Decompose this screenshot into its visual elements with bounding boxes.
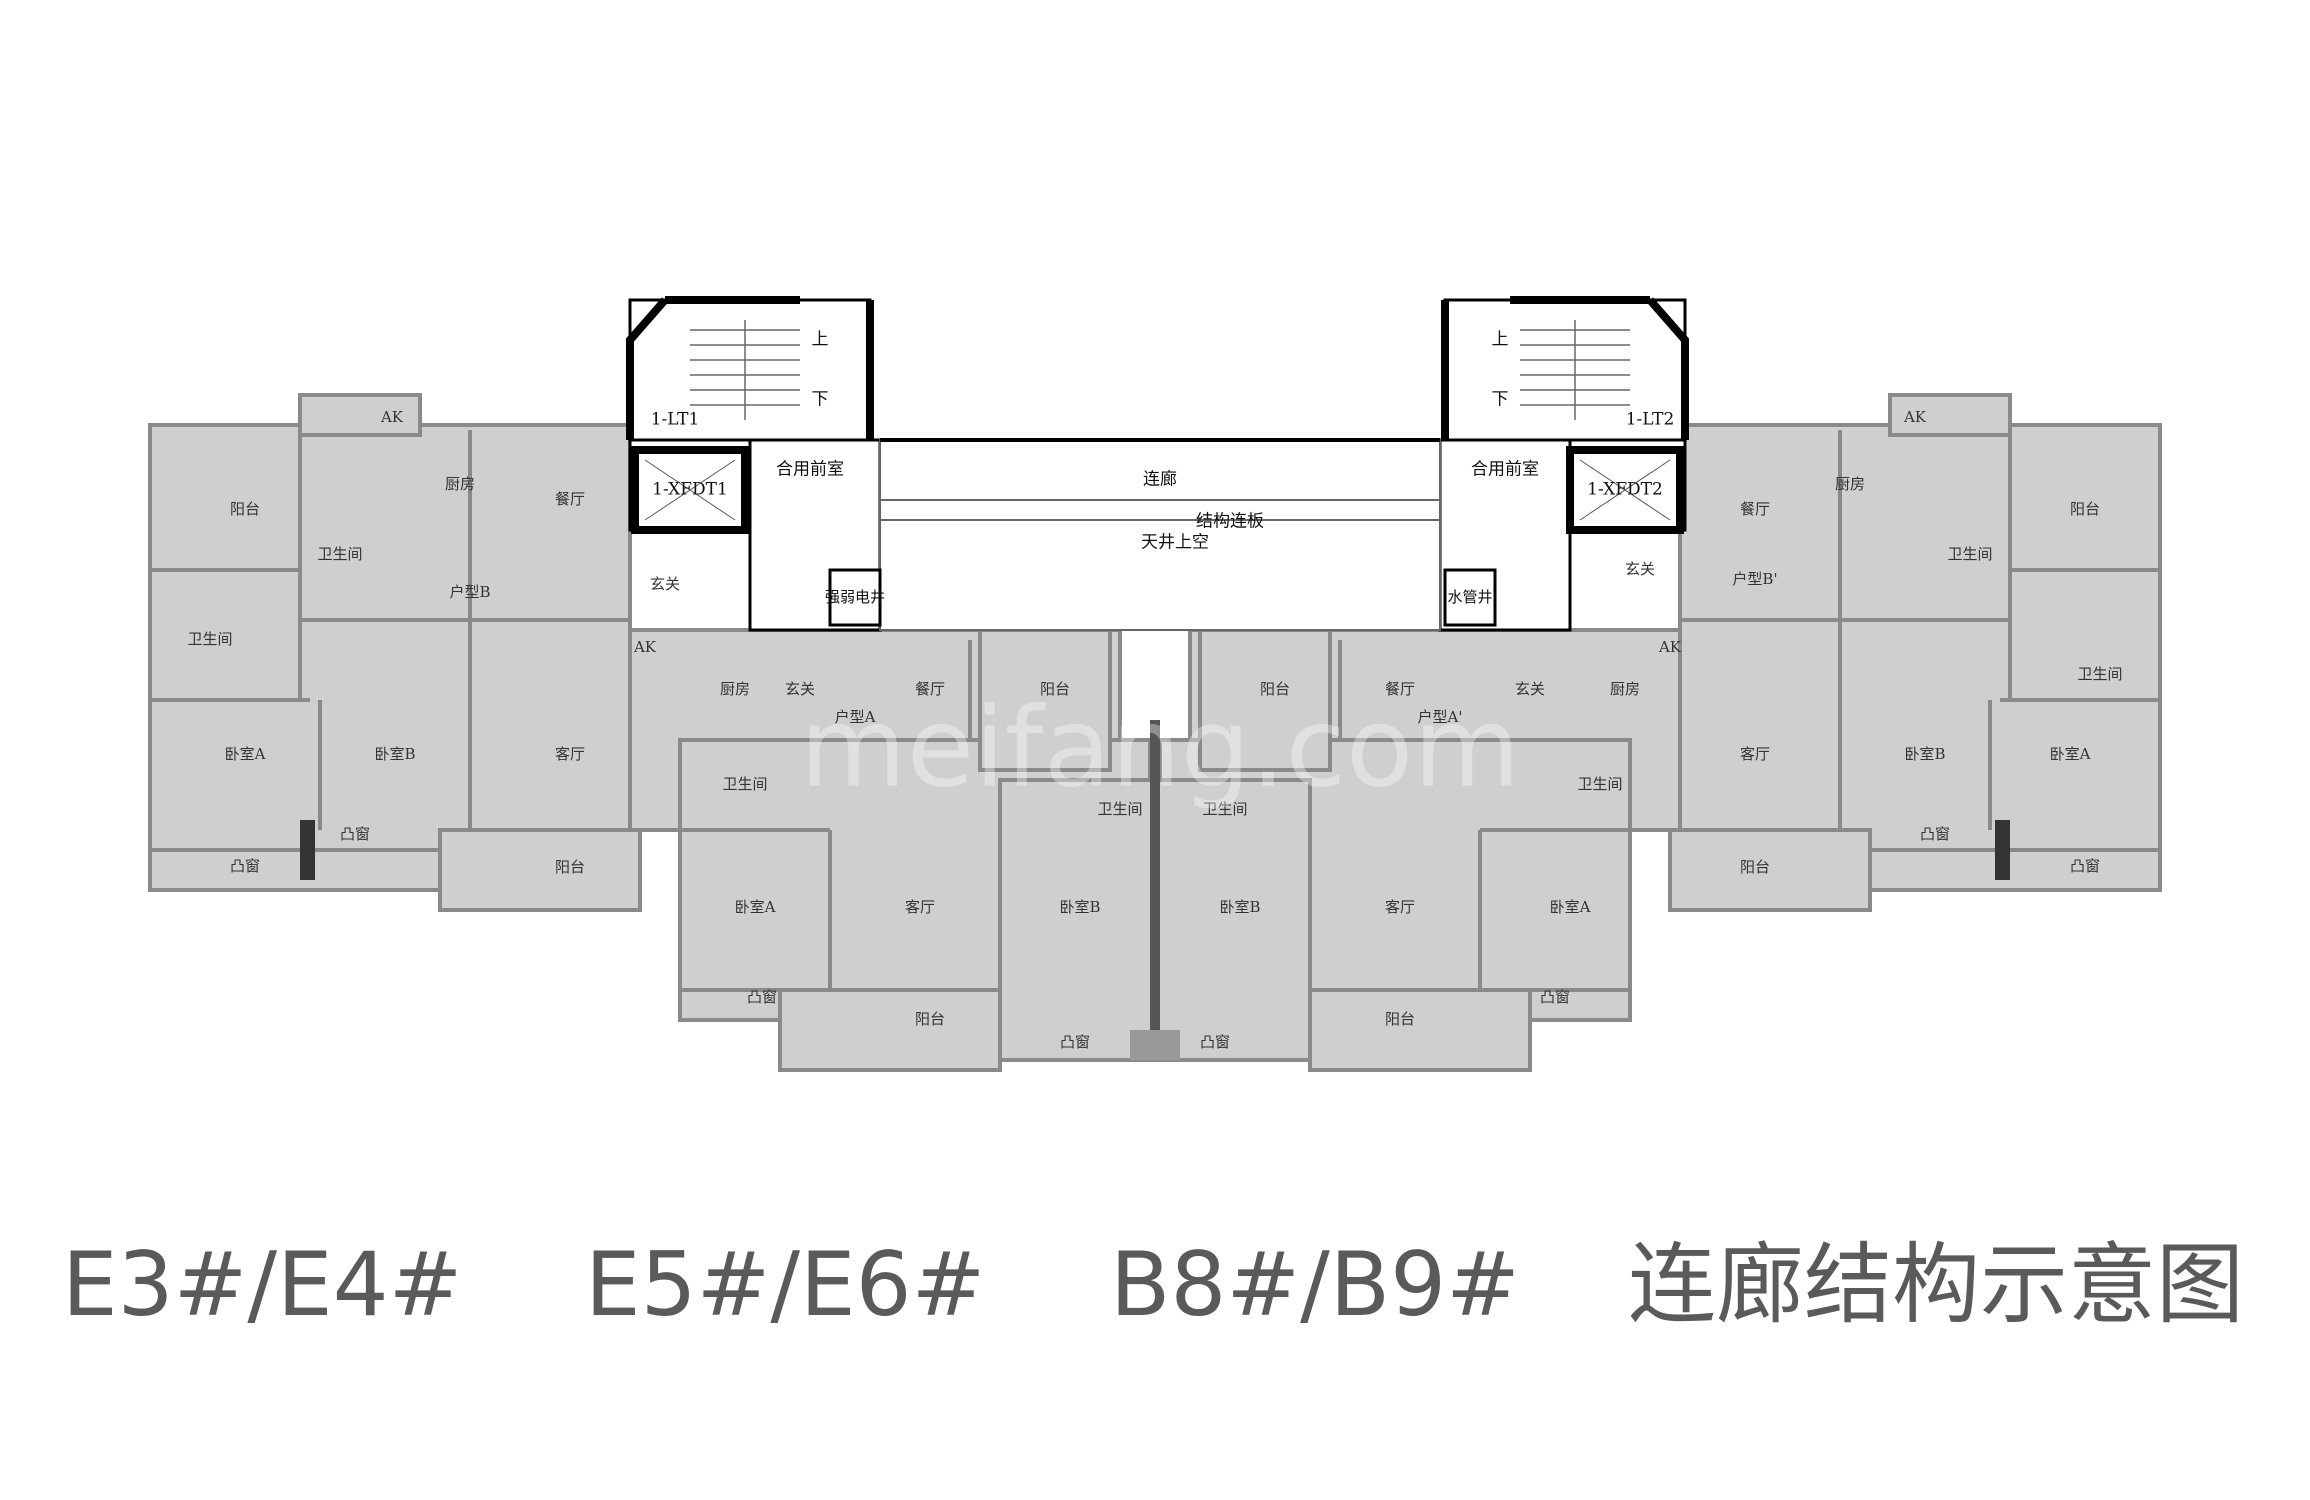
stair-up-left: 上 (812, 330, 829, 350)
room-bedroom-a-b-left: 卧室A (225, 745, 266, 763)
room-bay-b-right-1: 凸窗 (2070, 857, 2100, 875)
room-bay-b-left-1: 凸窗 (230, 857, 260, 875)
room-bay-b-left-2: 凸窗 (340, 825, 370, 843)
room-dining-a-right: 餐厅 (1385, 680, 1415, 698)
room-bedroom-b-a-left: 卧室B (1059, 898, 1100, 916)
unit-a-left-walls (680, 640, 1155, 992)
caption-buildings-1: E3#/E4# (62, 1233, 463, 1336)
room-bathroom-a-left-1: 卫生间 (722, 775, 767, 793)
elevator-x-left (644, 459, 736, 521)
shaft-label-left: 强弱电井 (825, 588, 885, 606)
core-right (1438, 298, 1687, 632)
room-bathroom-a-right-1: 卫生间 (1577, 775, 1622, 793)
room-bathroom-b-left-2: 卫生间 (187, 630, 232, 648)
room-bathroom-b-right-2: 卫生间 (2077, 665, 2122, 683)
ak-a-right: AK (1658, 638, 1682, 656)
ak-b-left: AK (380, 408, 404, 426)
stair-up-right: 上 (1492, 330, 1509, 350)
room-kitchen-a-right: 厨房 (1610, 680, 1640, 698)
stair-core-wall-right (1995, 820, 2010, 880)
unit-a-right (1153, 628, 1682, 1072)
caption-buildings-2: E5#/E6# (585, 1233, 986, 1336)
stair-core-wall-left (300, 820, 315, 880)
stair-treads-right (1520, 320, 1630, 420)
unit-b-left-walls (150, 430, 630, 852)
room-living-b-right: 客厅 (1740, 745, 1770, 763)
room-balcony-b-left: 阳台 (230, 500, 260, 518)
room-kitchen-b-right: 厨房 (1835, 475, 1865, 493)
elevator-label-left: 1-XFDT1 (652, 480, 728, 500)
stair-label-right: 1-LT2 (1626, 410, 1675, 430)
room-bay-a-right-2: 凸窗 (1200, 1033, 1230, 1051)
unit-type-a-left: 户型A (835, 708, 876, 726)
room-bay-a-left-1: 凸窗 (747, 988, 777, 1006)
room-foyer-b-right: 玄关 (1625, 560, 1655, 578)
room-bedroom-b-b-right: 卧室B (1904, 745, 1945, 763)
room-bathroom-a-left-2: 卫生间 (1097, 800, 1142, 818)
unit-type-b-left: 户型B (449, 583, 490, 601)
room-foyer-a-right: 玄关 (1515, 680, 1545, 698)
slab-label: 结构连板 (1196, 512, 1264, 532)
room-balcony-b-left-2: 阳台 (555, 858, 585, 876)
room-dining-a-left: 餐厅 (915, 680, 945, 698)
unit-type-b-right: 户型B' (1732, 570, 1777, 588)
caption-title: 连廊结构示意图 (1628, 1233, 2245, 1336)
room-bathroom-b-left-1: 卫生间 (317, 545, 362, 563)
room-balcony-a-right-2: 阳台 (1385, 1010, 1415, 1028)
room-bedroom-a-a-right: 卧室A (1550, 898, 1591, 916)
unit-b-right (1668, 393, 2162, 912)
central-divider-wall (1150, 720, 1160, 1060)
room-living-b-left: 客厅 (555, 745, 585, 763)
lobby-label-left: 合用前室 (776, 460, 844, 480)
central-bay-window (1130, 1030, 1180, 1060)
shaft-left (828, 568, 882, 627)
room-dining-b-right: 餐厅 (1740, 500, 1770, 518)
room-bay-a-right-1: 凸窗 (1540, 988, 1570, 1006)
caption-buildings-3: B8#/B9# (1110, 1233, 1520, 1336)
ak-a-left: AK (633, 638, 657, 656)
room-bathroom-b-right-1: 卫生间 (1947, 545, 1992, 563)
room-bedroom-b-a-right: 卧室B (1219, 898, 1260, 916)
room-foyer-b-left: 玄关 (650, 575, 680, 593)
stair-walls (626, 296, 1689, 534)
room-balcony-a-left: 阳台 (1040, 680, 1070, 698)
room-dining-b-left: 餐厅 (555, 490, 585, 508)
room-balcony-a-left-2: 阳台 (915, 1010, 945, 1028)
unit-b-right-walls (1680, 430, 2160, 852)
room-bathroom-a-right-2: 卫生间 (1202, 800, 1247, 818)
room-bedroom-b-b-left: 卧室B (374, 745, 415, 763)
room-living-a-left: 客厅 (905, 898, 935, 916)
room-foyer-a-left: 玄关 (785, 680, 815, 698)
corridor-area (879, 439, 1441, 631)
unit-a-right-walls (1155, 640, 1630, 992)
room-kitchen-a-left: 厨房 (720, 680, 750, 698)
room-balcony-a-right: 阳台 (1260, 680, 1290, 698)
lobby-label-right: 合用前室 (1471, 460, 1539, 480)
room-living-a-right: 客厅 (1385, 898, 1415, 916)
corridor-label: 连廊 (1143, 470, 1177, 490)
room-bay-b-right-2: 凸窗 (1920, 825, 1950, 843)
atrium-label: 天井上空 (1141, 533, 1209, 553)
room-bedroom-a-a-left: 卧室A (735, 898, 776, 916)
room-kitchen-b-left: 厨房 (445, 475, 475, 493)
elevator-x-right (1579, 459, 1671, 521)
stair-label-left: 1-LT1 (651, 410, 700, 430)
room-balcony-b-right-2: 阳台 (1740, 858, 1770, 876)
room-bay-a-left-2: 凸窗 (1060, 1033, 1090, 1051)
elevator-label-right: 1-XFDT2 (1587, 480, 1663, 500)
core-left (628, 298, 882, 632)
shaft-label-right: 水管井 (1447, 588, 1492, 606)
shaft-right (1443, 568, 1497, 627)
unit-a-left (628, 628, 1157, 1072)
stair-down-left: 下 (812, 390, 829, 410)
room-balcony-b-right: 阳台 (2070, 500, 2100, 518)
stair-treads-left (690, 320, 800, 420)
stair-down-right: 下 (1492, 390, 1509, 410)
ak-b-right: AK (1903, 408, 1927, 426)
room-bedroom-a-b-right: 卧室A (2050, 745, 2091, 763)
watermark: meifang.com (800, 683, 1521, 811)
unit-type-a-right: 户型A' (1418, 708, 1463, 726)
unit-b-left (148, 393, 642, 912)
